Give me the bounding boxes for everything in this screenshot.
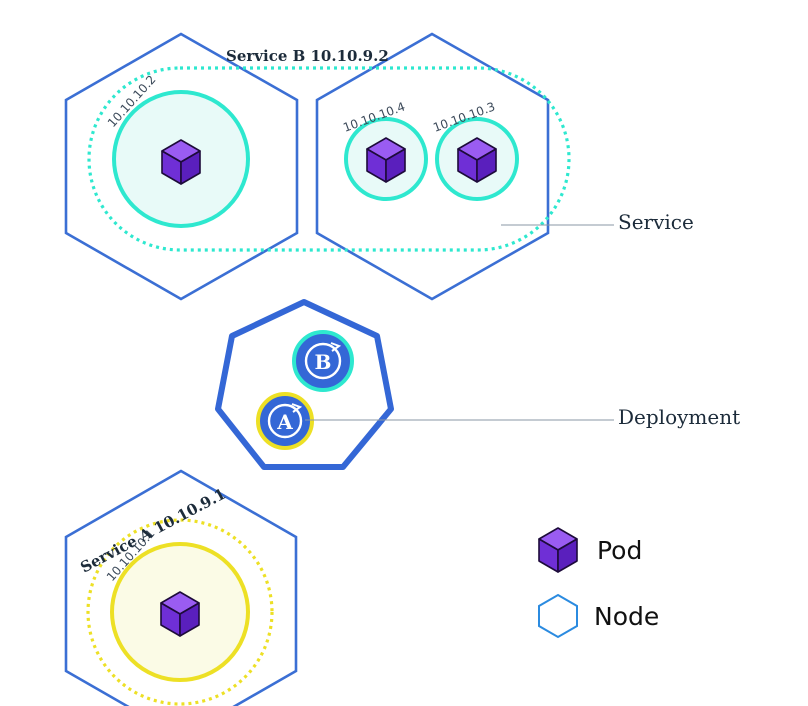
legend-pod-label: Pod bbox=[597, 536, 642, 565]
legend: Pod Node bbox=[538, 527, 659, 639]
legend-node-icon bbox=[538, 593, 578, 639]
deployment-badge-b: B bbox=[292, 330, 354, 392]
badge-a-letter: A bbox=[276, 410, 293, 434]
service-b-boundary bbox=[87, 66, 571, 252]
node-hexagon-3 bbox=[64, 469, 298, 706]
badge-b-letter: B bbox=[315, 350, 332, 374]
pod-group-1: 10.10.10.2 bbox=[105, 72, 250, 228]
pod-group-3: 10.10.10.3 bbox=[431, 99, 519, 201]
service-callout-label: Service bbox=[618, 210, 694, 234]
deployment-badge-a: A bbox=[256, 392, 314, 450]
rollout-arrow-icon bbox=[330, 342, 342, 352]
legend-pod-icon bbox=[538, 527, 578, 573]
service-b-title: Service B 10.10.9.2 bbox=[226, 47, 389, 65]
legend-node-label: Node bbox=[594, 602, 659, 631]
service-a-boundary bbox=[86, 518, 274, 706]
pod-group-2: 10.10.10.4 bbox=[341, 99, 428, 201]
node-hexagon-2 bbox=[315, 32, 550, 301]
deployment-callout-label: Deployment bbox=[618, 405, 740, 429]
node-hexagon-1 bbox=[64, 32, 299, 301]
rollout-arrow-icon bbox=[291, 403, 303, 413]
